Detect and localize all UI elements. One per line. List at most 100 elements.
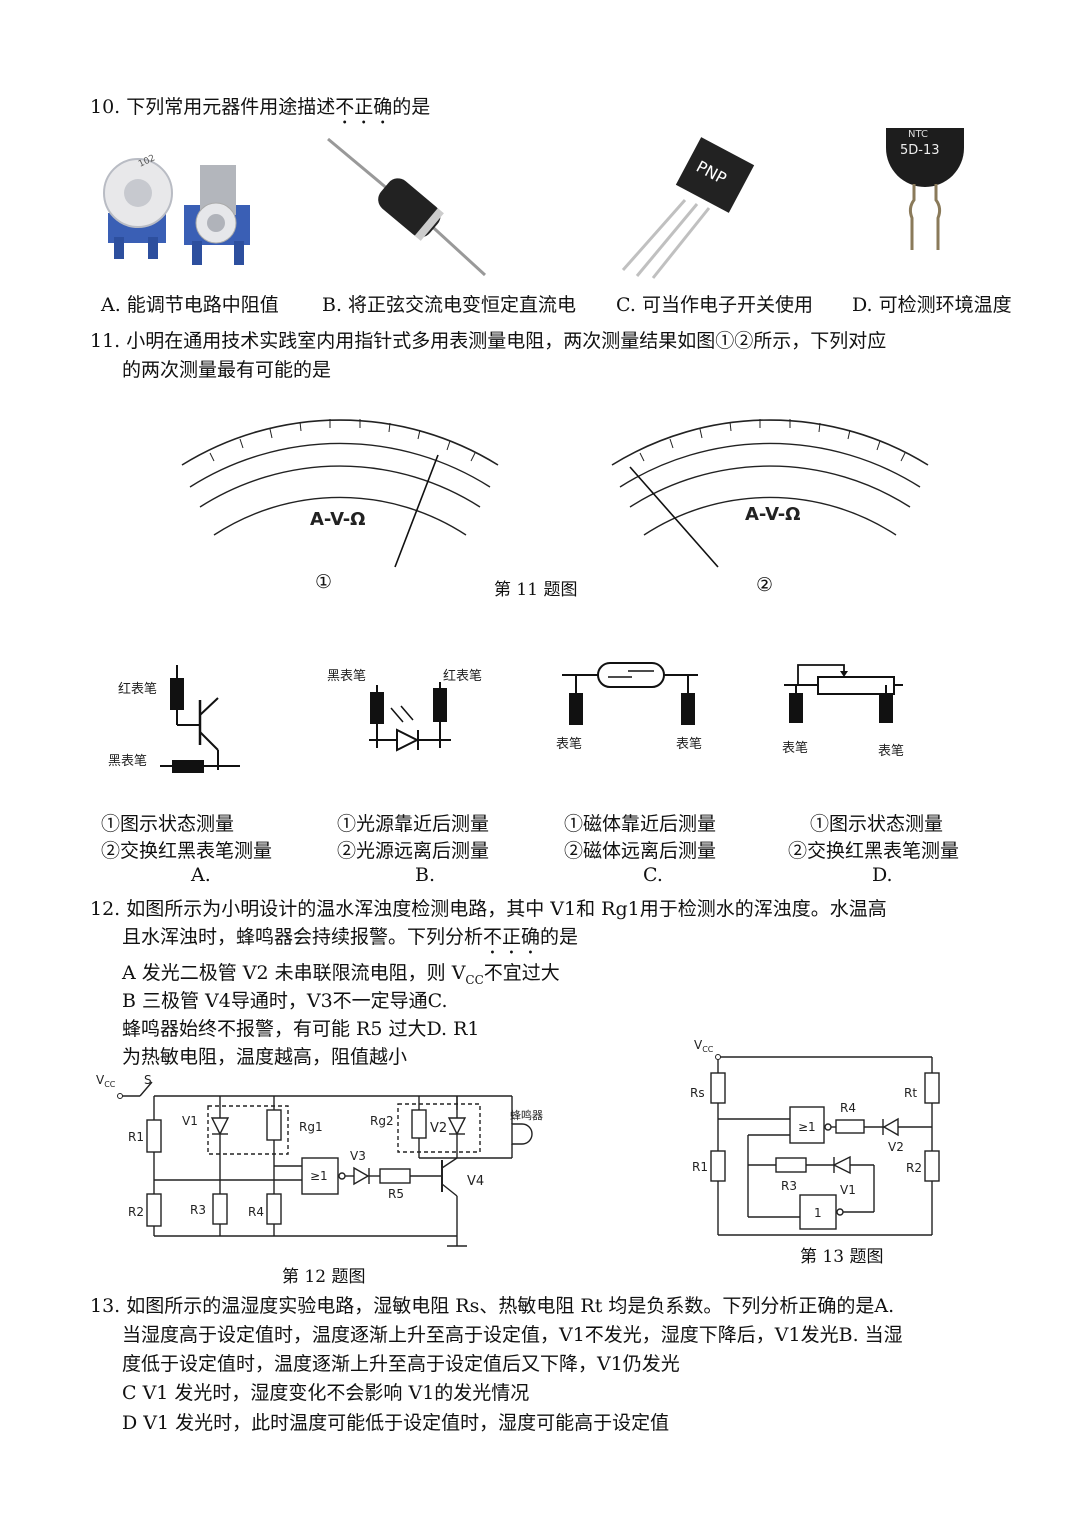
q11-option-d-line1: ①图示状态测量 bbox=[810, 813, 944, 835]
q11-d-probe-label-left: 表笔 bbox=[782, 740, 808, 756]
q13-vcc-sub: CC bbox=[702, 1045, 714, 1054]
q11-circuit-d: 表笔 表笔 bbox=[782, 664, 904, 759]
q13-or-gate-label: ≥1 bbox=[798, 1120, 816, 1134]
q13-not-gate-label: 1 bbox=[814, 1206, 822, 1220]
q13-rs-label: Rs bbox=[690, 1086, 705, 1100]
transistor-photo: PNP bbox=[621, 137, 755, 279]
q13-option-c: C V1 发光时，湿度变化不会影响 V1的发光情况 bbox=[122, 1382, 530, 1404]
q11-circuit-a: 红表笔 黑表笔 bbox=[108, 665, 240, 773]
q11-option-b-line1: ①光源靠近后测量 bbox=[337, 813, 490, 835]
q11-fig-label-1: ① bbox=[315, 571, 333, 593]
q13-v1-label: V1 bbox=[840, 1183, 856, 1197]
q11-option-b-letter: B. bbox=[415, 864, 436, 886]
q12-option-c: 蜂鸣器始终不报警，有可能 R5 过大D. R1 bbox=[122, 1018, 480, 1040]
q12-rg1-label: Rg1 bbox=[299, 1120, 323, 1134]
q11-d-probe-label-right: 表笔 bbox=[878, 743, 904, 759]
q13-stem-line2: 当湿度高于设定值时，温度逐渐上升至高于设定值，V1不发光，湿度下降后，V1发光B… bbox=[122, 1324, 903, 1346]
q13-r3-label: R3 bbox=[781, 1179, 797, 1193]
q12-buzzer-label: 蜂鸣器 bbox=[510, 1108, 543, 1122]
q10-option-a: A. 能调节电路中阻值 bbox=[101, 294, 279, 316]
q11-b-red-probe-label: 红表笔 bbox=[443, 668, 482, 684]
q12-r3-label: R3 bbox=[190, 1203, 206, 1217]
q12-vcc-sub: CC bbox=[104, 1080, 116, 1089]
q11-c-probe-label-right: 表笔 bbox=[676, 736, 702, 752]
q11-c-probe-label-left: 表笔 bbox=[556, 736, 582, 752]
potentiometer-photo: 102 bbox=[103, 153, 250, 265]
q12-fig-caption: 第 12 题图 bbox=[282, 1267, 366, 1287]
meter-dial-1-text: A-V-Ω bbox=[310, 509, 366, 530]
q11-option-a-line2: ②交换红黑表笔测量 bbox=[101, 840, 273, 862]
q12-stem-line2-prefix: 且水浑浊时，蜂鸣器会持续报警。下列分析 bbox=[122, 926, 484, 948]
q12-or-gate-label: ≥1 bbox=[310, 1169, 328, 1183]
q11-option-c-line1: ①磁体靠近后测量 bbox=[564, 813, 717, 835]
q11-a-black-probe bbox=[172, 760, 204, 773]
q12-r1-label: R1 bbox=[128, 1130, 144, 1144]
q11-stem-line2: 的两次测量最有可能的是 bbox=[122, 359, 332, 381]
meter-dial-2-text: A-V-Ω bbox=[745, 504, 801, 525]
ntc-label-1: NTC bbox=[908, 129, 928, 140]
q12-option-b: B 三极管 V4导通时，V3不一定导通C. bbox=[122, 990, 448, 1012]
q10-stem: 10. 下列常用元器件用途描述不正确的是 bbox=[90, 92, 430, 129]
meter-dial-2: A-V-Ω bbox=[611, 419, 929, 568]
q12-option-a-end: 不宜过大 bbox=[483, 962, 560, 984]
q11-circuit-b: 黑表笔 红表笔 bbox=[327, 668, 482, 752]
q11-a-red-probe-label: 红表笔 bbox=[118, 681, 157, 697]
q11-option-d-letter: D. bbox=[872, 864, 893, 886]
q11-option-a-line1: ①图示状态测量 bbox=[101, 813, 235, 835]
q12-r4-label: R4 bbox=[248, 1205, 264, 1219]
q13-rt-label: Rt bbox=[904, 1086, 917, 1100]
q11-option-c-line2: ②磁体远离后测量 bbox=[564, 840, 717, 862]
q12-option-a-text: A 发光二极管 V2 未串联限流电阻，则 V bbox=[122, 962, 466, 984]
diode-photo bbox=[327, 137, 487, 277]
q12-vcc-label: V bbox=[96, 1073, 105, 1087]
q12-v2-label: V2 bbox=[430, 1121, 447, 1136]
q10-stem-prefix: 10. 下列常用元器件用途描述 bbox=[90, 96, 336, 118]
ntc-thermistor-photo: NTC 5D-13 bbox=[886, 128, 964, 250]
q13-v2-label: V2 bbox=[888, 1140, 904, 1154]
q10-stem-emphasis: 不正确 bbox=[335, 96, 393, 118]
q11-a-black-probe-label: 黑表笔 bbox=[108, 753, 147, 769]
q13-r2-label: R2 bbox=[906, 1161, 922, 1175]
q11-option-c-letter: C. bbox=[643, 864, 663, 886]
q11-option-b-line2: ②光源远离后测量 bbox=[337, 840, 490, 862]
q13-vcc-label: V bbox=[694, 1038, 703, 1052]
q10-option-d: D. 可检测环境温度 bbox=[852, 294, 1012, 316]
q13-r1-label: R1 bbox=[692, 1160, 708, 1174]
q11-option-d-line2: ②交换红黑表笔测量 bbox=[788, 840, 960, 862]
q12-v3-label: V3 bbox=[350, 1149, 366, 1163]
q12-option-a-sub: CC bbox=[465, 972, 484, 987]
q13-r4-label: R4 bbox=[840, 1101, 856, 1115]
q12-switch-label: S bbox=[144, 1073, 152, 1087]
q13-circuit: VCC Rs R1 Rt R2 R4 R3 V1 V2 ≥1 1 bbox=[690, 1038, 940, 1236]
q12-stem-emphasis: 不正确 bbox=[483, 926, 541, 948]
q11-option-a-letter: A. bbox=[191, 864, 211, 886]
q10-option-b: B. 将正弦交流电变恒定直流电 bbox=[322, 294, 577, 316]
q12-r5-label: R5 bbox=[388, 1187, 404, 1201]
q13-stem-line3: 度低于设定值时，温度逐渐上升至高于设定值后又下降，V1仍发光 bbox=[122, 1353, 680, 1375]
q12-r2-label: R2 bbox=[128, 1205, 144, 1219]
q12-option-a: A 发光二极管 V2 未串联限流电阻，则 VCC不宜过大 bbox=[122, 958, 560, 987]
q11-a-red-probe bbox=[170, 678, 184, 710]
q13-stem-line1: 13. 如图所示的温湿度实验电路，湿敏电阻 Rs、热敏电阻 Rt 均是负系数。下… bbox=[90, 1295, 895, 1317]
q11-b-black-probe-label: 黑表笔 bbox=[327, 668, 366, 684]
q12-circuit: VCC S R1 R2 R3 R4 R5 V1 Rg1 Rg2 V2 V3 V4… bbox=[96, 1073, 543, 1247]
q11-stem-line1: 11. 小明在通用技术实践室内用指针式多用表测量电阻，两次测量结果如图①②所示，… bbox=[90, 330, 887, 352]
q13-option-d: D V1 发光时，此时温度可能低于设定值时，湿度可能高于设定值 bbox=[122, 1412, 670, 1434]
q12-option-d: 为热敏电阻，温度越高，阻值越小 bbox=[122, 1046, 408, 1068]
q13-fig-caption: 第 13 题图 bbox=[800, 1247, 884, 1267]
q12-stem-line1: 12. 如图所示为小明设计的温水浑浊度检测电路，其中 V1和 Rg1用于检测水的… bbox=[90, 898, 887, 920]
q10-option-c: C. 可当作电子开关使用 bbox=[616, 294, 813, 316]
q11-fig-label-2: ② bbox=[756, 574, 774, 596]
q12-v4-label: V4 bbox=[467, 1174, 484, 1189]
q11-fig-caption: 第 11 题图 bbox=[494, 580, 578, 600]
q11-circuit-c: 表笔 表笔 bbox=[556, 662, 702, 752]
svg-text:VCC: VCC bbox=[694, 1038, 714, 1054]
meter-dial-1: A-V-Ω bbox=[181, 419, 499, 568]
q12-rg2-label: Rg2 bbox=[370, 1114, 394, 1128]
q10-stem-suffix: 的是 bbox=[392, 96, 431, 118]
q12-stem-line2-suffix: 的是 bbox=[540, 926, 579, 948]
q12-v1-label: V1 bbox=[182, 1114, 198, 1128]
ntc-label-2: 5D-13 bbox=[900, 143, 940, 158]
q12-stem-line2: 且水浑浊时，蜂鸣器会持续报警。下列分析不正确的是 bbox=[122, 922, 578, 959]
svg-text:VCC: VCC bbox=[96, 1073, 116, 1089]
